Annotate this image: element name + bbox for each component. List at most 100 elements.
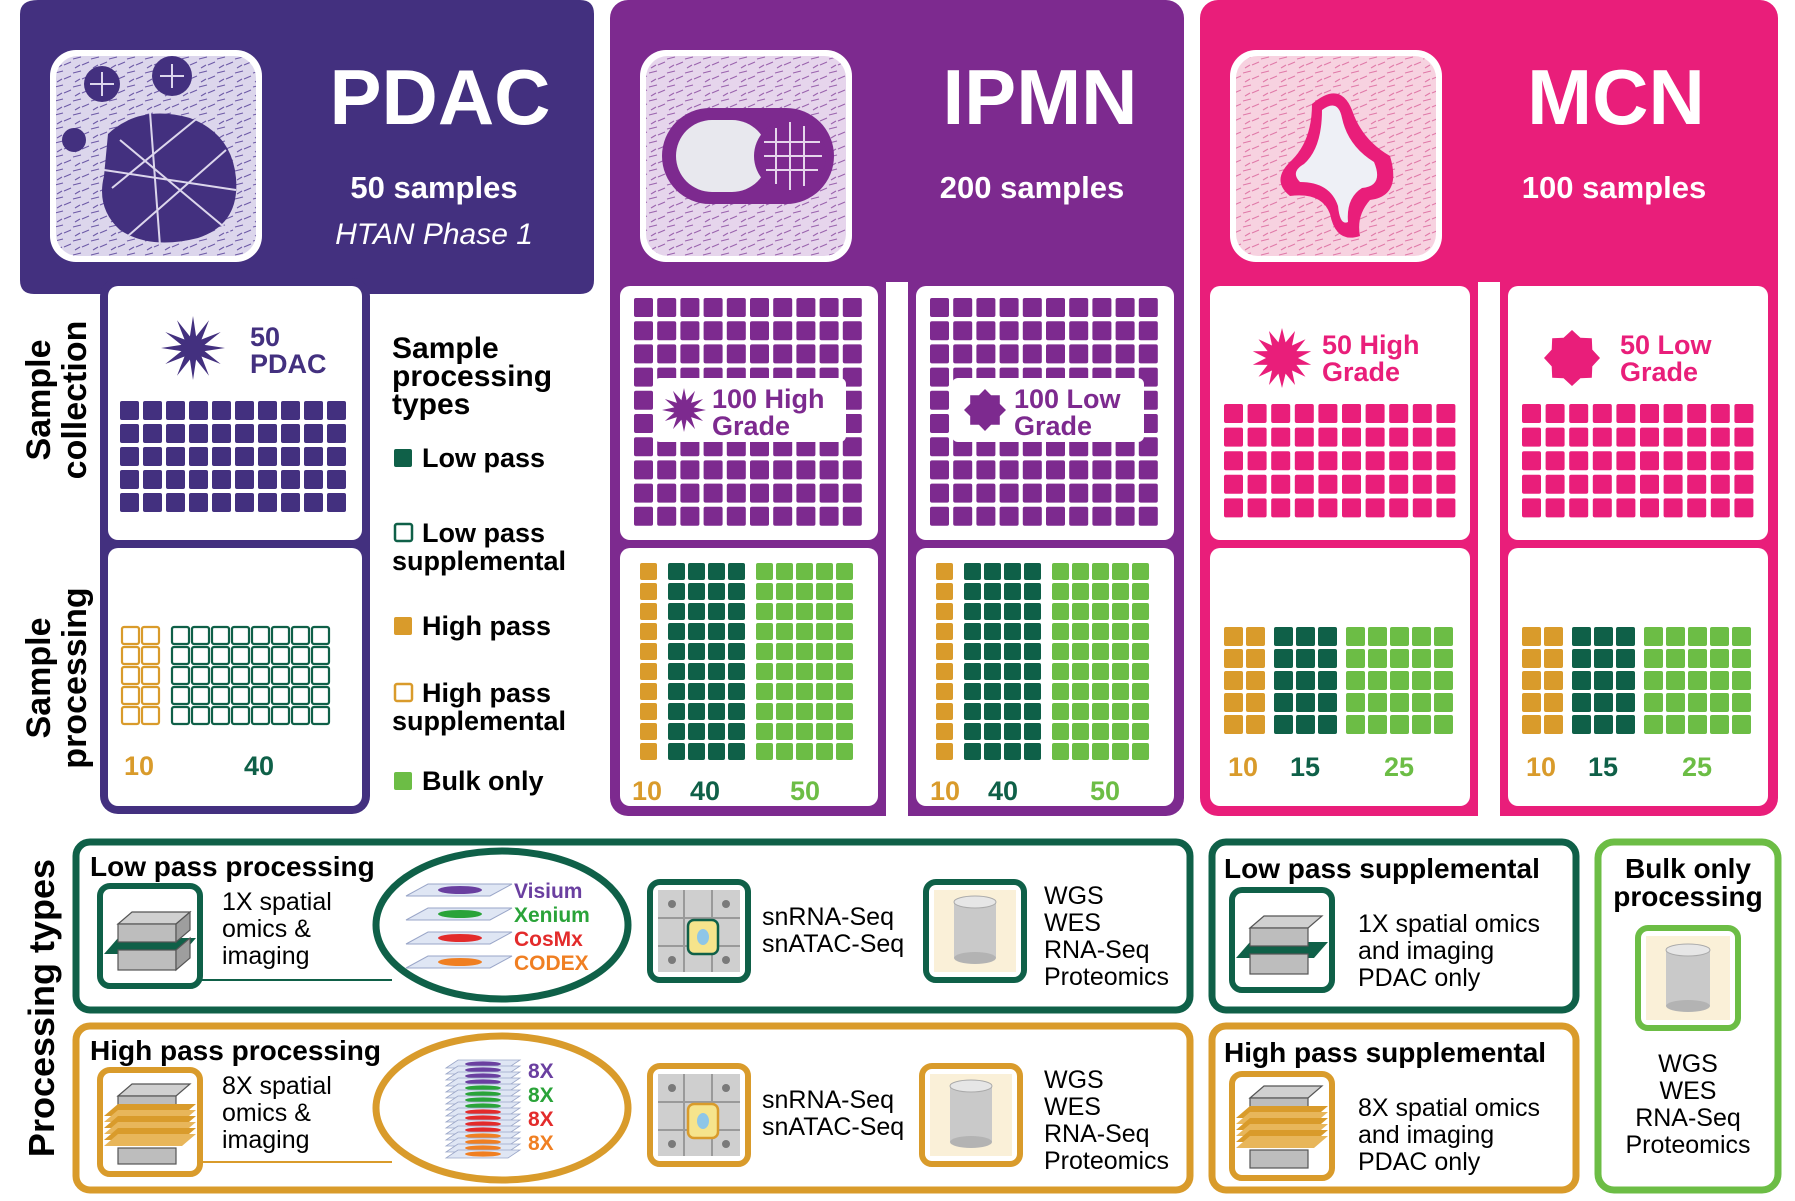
mcn-low-high-pass-grid-sample [1544, 715, 1563, 734]
pdac-collection-grid-sample [189, 447, 208, 466]
ipmn-high-bulk-grid-sample [796, 603, 813, 620]
ipmn-high-low-pass-grid-sample [688, 723, 705, 740]
ipmn-high-collection-grid-sample [842, 506, 862, 526]
ipmn-high-bulk-grid-sample [796, 723, 813, 740]
ipmn-low-collection-grid-sample [1092, 460, 1112, 480]
mcn-low-low-pass-grid [1572, 627, 1635, 734]
ipmn-high-collection-grid-sample [634, 321, 653, 341]
ipmn-high-collection-grid-sample [773, 321, 793, 341]
ipmn-high-bulk-grid-sample [816, 583, 833, 600]
pdac-collection-grid-sample [304, 493, 323, 512]
ipmn-high-collection-grid-sample [842, 483, 862, 503]
pdac-collection-grid-sample [166, 401, 185, 420]
mcn-high-collection-grid-sample [1224, 427, 1243, 447]
side-label-processing-types: Processing types [21, 859, 62, 1157]
pdac-collection-grid-sample [189, 493, 208, 512]
ipmn-high-collection-grid-sample [634, 298, 653, 317]
pdac-collection-name: PDAC [250, 349, 327, 379]
low-pass-bulk-line-2: WES [1044, 909, 1101, 937]
ipmn-high-collection-grid-sample [703, 483, 723, 503]
pdac-low-pass-supplemental-grid-sample [230, 645, 251, 666]
high-pass-bulk-line-2: WES [1044, 1093, 1101, 1121]
mcn-high-bulk-grid-sample [1346, 693, 1365, 712]
ipmn-high-collection-grid-sample [634, 414, 653, 433]
mcn-high-collection-grid-sample [1389, 474, 1409, 494]
high-pass-tech-3: 8X [528, 1108, 554, 1131]
ipmn-low-proc-label-1: 10 [930, 776, 960, 806]
mcn-low-bulk-grid-sample [1666, 671, 1685, 690]
mcn-low-bulk-grid-sample [1688, 649, 1707, 668]
ipmn-high-bulk-grid-sample [836, 683, 853, 700]
ipmn-low-collection-grid-sample [930, 460, 949, 480]
high-pass-tissue-block-icon [104, 1083, 196, 1165]
mcn-high-bulk-grid-sample [1368, 693, 1387, 712]
ipmn-low-low-pass-grid-sample [1024, 603, 1041, 620]
pdac-high-pass-supplemental-grid-sample [120, 665, 141, 686]
legend-label-high-pass: High pass [422, 611, 551, 641]
ipmn-high-bulk-grid-sample [776, 603, 793, 620]
mcn-low-collection-grid-sample [1687, 427, 1707, 447]
high-pass-spatial-line-3: imaging [222, 1126, 310, 1154]
mcn-low-collection-grid-sample [1616, 427, 1636, 447]
mcn-low-low-pass-grid-sample [1616, 693, 1635, 712]
high-pass-stack-sample [465, 1079, 501, 1085]
mcn-high-collection-grid-sample [1271, 498, 1291, 518]
ipmn-high-collection-grid-sample [703, 321, 723, 341]
mcn-low-bulk-grid-sample [1732, 671, 1751, 690]
ipmn-low-high-pass-grid-sample [936, 723, 953, 740]
mcn-high-bulk-grid-sample [1346, 671, 1365, 690]
pdac-tissue-illustration [50, 50, 262, 262]
mcn-low-high-pass-grid-sample [1522, 649, 1541, 668]
mcn-low-collection-grid-sample [1710, 404, 1730, 423]
mcn-high-low-pass-grid [1274, 627, 1337, 734]
ipmn-low-bulk-grid-sample [1112, 703, 1129, 720]
ipmn-high-collection-grid-sample [750, 321, 769, 341]
ipmn-low-collection-grid-sample [1115, 483, 1135, 503]
mcn-low-high-pass-grid-sample [1522, 627, 1541, 646]
ipmn-low-low-pass-grid-sample [1004, 743, 1021, 760]
mcn-low-low-pass-grid-sample [1616, 627, 1635, 646]
ipmn-high-low-pass-grid-sample [728, 583, 745, 600]
mcn-high-collection-grid-sample [1389, 404, 1409, 423]
mcn-high-collection-grid-sample [1365, 427, 1385, 447]
ipmn-low-bulk-grid-sample [1072, 743, 1089, 760]
pdac-collection-count: 50 [250, 322, 280, 352]
ipmn-low-collection-grid-sample [930, 344, 949, 364]
ipmn-high-collection-grid-sample [819, 321, 839, 341]
ipmn-low-low-pass-grid-sample [984, 703, 1001, 720]
ipmn-low-low-pass-grid-sample [964, 663, 981, 680]
ipmn-low-collection-grid-sample [1115, 506, 1135, 526]
ipmn-high-bulk-grid-sample [756, 723, 773, 740]
mcn-high-low-pass-grid-sample [1318, 715, 1337, 734]
mcn-high-high-pass-grid-sample [1246, 671, 1265, 690]
low-pass-tech-cosmx: CosMx [514, 928, 583, 951]
mcn-low-low-pass-grid-sample [1616, 671, 1635, 690]
mcn-low-collection-grid-sample [1522, 498, 1541, 518]
ipmn-high-bulk-grid-sample [796, 583, 813, 600]
pdac-high-pass-supplemental-grid-sample [140, 665, 161, 686]
side-label-sample-processing: Sample processing [20, 587, 94, 768]
ipmn-low-label-box [952, 378, 1144, 442]
mcn-low-high-pass-grid [1522, 627, 1563, 734]
ipmn-high-bulk-grid-sample [776, 683, 793, 700]
pdac-collection-grid-sample [143, 470, 162, 489]
mcn-high-collection-grid-sample [1271, 427, 1291, 447]
ipmn-low-high-pass-grid [936, 563, 953, 760]
pdac-collection-grid-sample [212, 424, 231, 443]
ipmn-high-collection-grid-sample [657, 483, 677, 503]
low-pass-supplemental-line-1: 1X spatial omics [1358, 910, 1540, 938]
mcn-low-high-pass-grid-sample [1522, 715, 1541, 734]
ipmn-high-low-pass-grid-sample [708, 603, 725, 620]
pdac-collection-grid-sample [235, 424, 254, 443]
legend: Sample processing types Low pass Low pas… [392, 332, 566, 796]
ipmn-high-bulk-grid-sample [776, 743, 793, 760]
mcn-high-collection-grid-sample [1294, 404, 1314, 423]
mcn-high-collection-grid-sample [1247, 451, 1267, 471]
ipmn-low-collection-grid-sample [930, 367, 949, 387]
ipmn-low-collection-grid-sample [999, 344, 1019, 364]
mcn-high-bulk-grid-sample [1434, 671, 1453, 690]
mcn-low-collection-grid-sample [1734, 451, 1754, 471]
pdac-low-pass-supplemental-grid-sample [290, 685, 311, 706]
mcn-high-collection-grid-sample [1247, 498, 1267, 518]
